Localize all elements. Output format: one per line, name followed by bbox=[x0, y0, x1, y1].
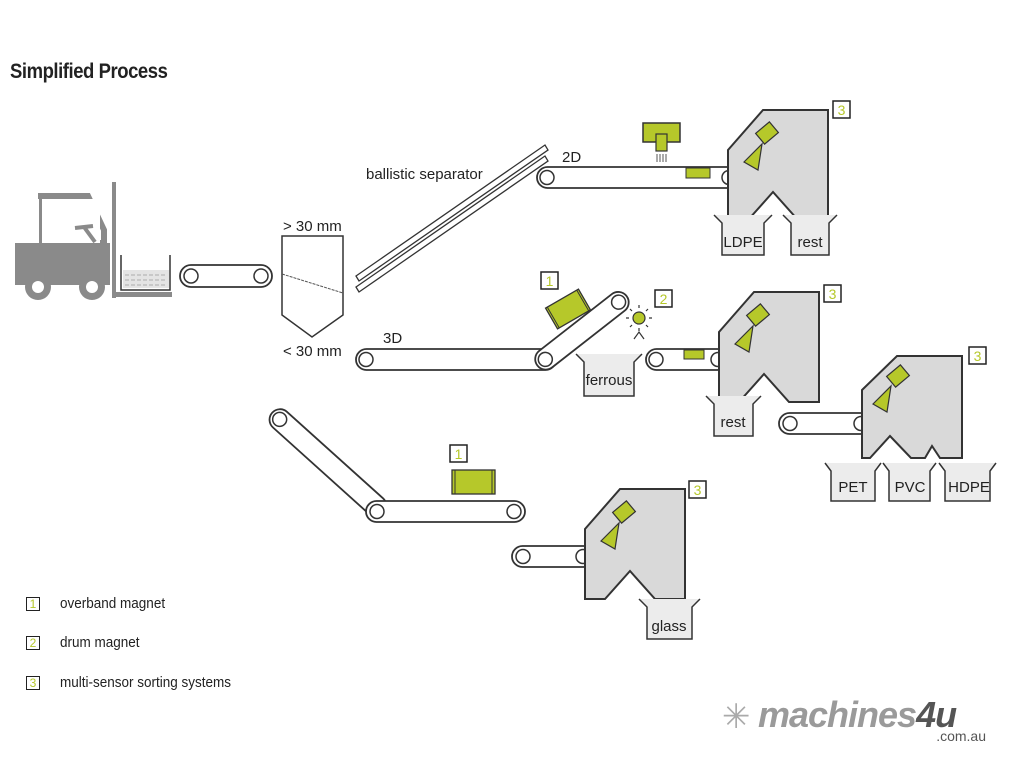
legend-marker-1: 1 bbox=[26, 596, 40, 611]
screen-drum-icon bbox=[281, 235, 344, 338]
glass-bin bbox=[638, 598, 701, 640]
glass-bin-label: glass bbox=[651, 618, 686, 635]
lower-conveyor bbox=[268, 408, 526, 523]
marker-3-box bbox=[832, 100, 851, 119]
machines4u-logo[interactable]: ✳ machines4u .com.au bbox=[722, 694, 992, 744]
marker-3: 3 bbox=[829, 286, 837, 302]
logo-four: 4u bbox=[916, 694, 957, 735]
pet-bin-label: PET bbox=[838, 479, 867, 496]
logo-domain: .com.au bbox=[936, 728, 986, 744]
marker-1-box bbox=[449, 444, 468, 463]
ferrous-bin-label: ferrous bbox=[586, 372, 633, 389]
camera-sensor-icon bbox=[642, 122, 681, 162]
legend-marker-2: 2 bbox=[26, 635, 40, 650]
right-conveyor bbox=[778, 412, 872, 435]
overband-magnet-icon bbox=[451, 469, 496, 495]
snowflake-icon: ✳ bbox=[722, 698, 751, 736]
rest-bin-2 bbox=[705, 395, 762, 437]
2d-conveyor bbox=[536, 166, 740, 189]
marker-2: 2 bbox=[660, 291, 668, 307]
ballistic-separator-icon bbox=[355, 144, 549, 293]
waste-container-icon bbox=[120, 255, 171, 291]
feed-conveyor bbox=[179, 264, 273, 288]
sorter-machine-glass bbox=[584, 488, 686, 600]
logo-main: machines bbox=[758, 694, 917, 735]
3d-label: 3D bbox=[383, 330, 402, 347]
rest-bin-1 bbox=[782, 214, 838, 256]
rest-bin-1-label: rest bbox=[797, 234, 823, 251]
marker-3-box bbox=[688, 480, 707, 499]
marker-2-box bbox=[654, 289, 673, 308]
forklift-icon bbox=[15, 182, 172, 300]
hdpe-bin-label: HDPE bbox=[948, 479, 990, 496]
sorter-machine-right bbox=[861, 355, 963, 459]
overband-magnet-icon bbox=[544, 288, 592, 330]
legend-item-overband: 1 overband magnet bbox=[26, 595, 177, 612]
pvc-bin bbox=[882, 462, 937, 502]
marker-3-box bbox=[823, 284, 842, 303]
drum-magnet-icon bbox=[626, 305, 652, 340]
pvc-bin-label: PVC bbox=[895, 479, 926, 496]
marker-1: 1 bbox=[546, 273, 554, 289]
legend-marker-3: 3 bbox=[26, 675, 40, 690]
middle-conveyor bbox=[645, 348, 729, 371]
legend-label: drum magnet bbox=[60, 634, 140, 651]
2d-label: 2D bbox=[562, 149, 581, 166]
sorter-machine-3d bbox=[718, 291, 820, 403]
ballistic-separator-label: ballistic separator bbox=[366, 166, 483, 183]
glass-conveyor bbox=[511, 545, 595, 568]
marker-3-box bbox=[968, 346, 987, 365]
logo-wordmark: machines4u bbox=[758, 694, 957, 736]
ferrous-bin bbox=[575, 353, 643, 397]
ldpe-bin bbox=[713, 214, 773, 256]
legend-item-sorter: 3 multi-sensor sorting systems bbox=[26, 674, 250, 691]
legend-item-drum: 2 drum magnet bbox=[26, 634, 148, 651]
marker-3: 3 bbox=[838, 102, 846, 118]
sorter-machine-2d bbox=[727, 109, 829, 221]
marker-3: 3 bbox=[974, 348, 982, 364]
page-title: Simplified Process bbox=[10, 60, 168, 83]
marker-3: 3 bbox=[694, 482, 702, 498]
rest-bin-2-label: rest bbox=[720, 414, 746, 431]
pet-bin bbox=[824, 462, 882, 502]
hdpe-bin bbox=[938, 462, 997, 502]
marker-1: 1 bbox=[455, 446, 463, 462]
ldpe-bin-label: LDPE bbox=[723, 234, 762, 251]
marker-1-box bbox=[540, 271, 559, 290]
undersize-label: < 30 mm bbox=[283, 343, 342, 360]
3d-conveyor bbox=[355, 291, 630, 371]
legend-label: overband magnet bbox=[60, 595, 166, 612]
legend-label: multi-sensor sorting systems bbox=[60, 674, 232, 691]
oversize-label: > 30 mm bbox=[283, 218, 342, 235]
